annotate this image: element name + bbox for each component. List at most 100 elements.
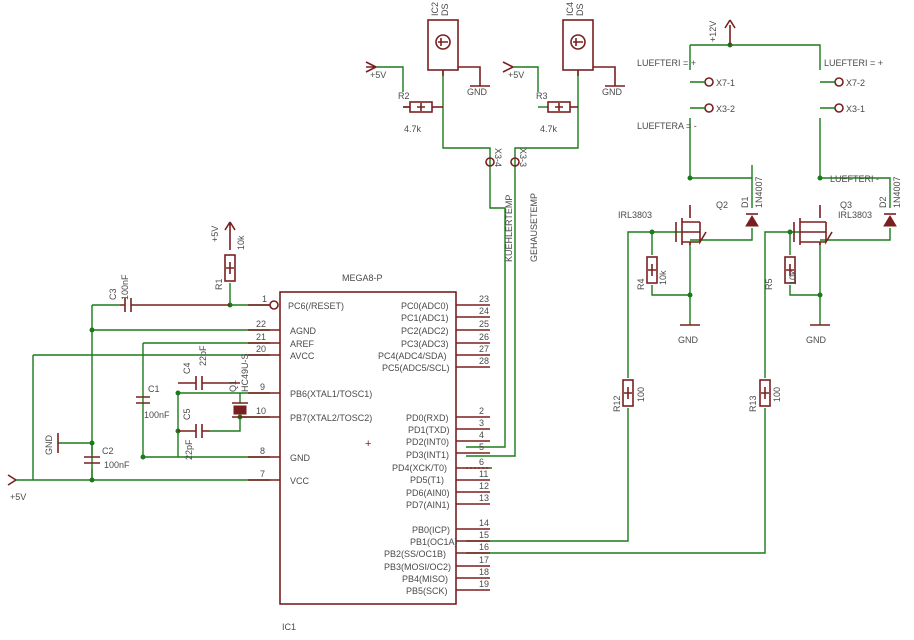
pin-avcc-name: AVCC [290,351,315,361]
q1-value: HC49U-S [240,353,250,392]
pin-28-num: 28 [479,356,489,366]
pin-pd5-name: PD5(T1) [410,475,444,485]
d2-value: 1N4007 [892,176,902,208]
c4-capacitor: C4 22pF [178,345,240,390]
x7-1-label: X7-1 [716,78,735,88]
junctions [89,42,823,483]
pin-pb7-name: PB7(XTAL2/TOSC2) [290,413,372,423]
d1-ref: D1 [740,196,750,208]
supply-arrow-5v-ic4 [502,61,514,73]
net-gehausetemp: GEHAUSETEMP [529,193,539,262]
pin-gnd-name: GND [290,453,311,463]
pin-pd0-name: PD0(RXD) [406,413,449,423]
ic2-sensor: IC2 DS [427,2,481,86]
pin-3-num: 3 [479,418,484,428]
x7-1-pad [704,77,714,87]
pin-17-num: 17 [479,555,489,565]
r4-resistor: R4 10k [636,256,668,290]
net-luefteri-plus-2: LUEFTERI = + [824,58,883,68]
pin-22-num: 22 [256,319,266,329]
pin-26-num: 26 [479,332,489,342]
pin-agnd-name: AGND [290,326,317,336]
pin-pb2-name: PB2(SS/OC1B) [384,549,446,559]
pin-6-num: 6 [479,457,484,467]
c2-ref: C2 [102,446,114,456]
r13-value: 100 [772,387,782,402]
c2-value: 100nF [104,460,130,470]
gnd-label-ic4: GND [602,87,623,97]
pin-aref-name: AREF [290,339,315,349]
r4-ref: R4 [636,278,646,290]
c4-ref: C4 [182,362,192,374]
v12-label: +12V [708,21,718,42]
c5-value: 22pF [184,439,194,460]
net-luefteri-plus: LUEFTERI = + [637,58,696,68]
q3-value: IRL3803 [838,210,872,220]
x3-3-pad [510,157,520,167]
pin-pc5-name: PC5(ADC5/SCL) [382,363,450,373]
pin-21-num: 21 [256,332,266,342]
r1-ref: R1 [214,278,224,290]
pin-pc0-name: PC0(ADC0) [401,301,449,311]
pin-16-num: 16 [479,542,489,552]
x3-3-label: X3-3 [518,148,528,167]
pin-12-num: 12 [479,481,489,491]
q2-ref: Q2 [716,200,728,210]
pin-4-num: 4 [479,430,484,440]
pin-5-num: 5 [479,442,484,452]
pin-pd4-name: PD4(XCK/T0) [392,463,447,473]
pin-24-num: 24 [479,306,489,316]
x3-4-pad [485,157,495,167]
x3-2-pad [704,103,714,113]
r5-ref: R5 [764,278,774,290]
pin-pb3-name: PB3(MOSI/OC2) [384,562,451,572]
pin-13-num: 13 [479,493,489,503]
pin-pc6-name: PC6(/RESET) [288,301,344,311]
pin-23-num: 23 [479,294,489,304]
pin-pd1-name: PD1(TXD) [408,425,450,435]
v5-label-vcc: +5V [10,492,26,502]
ic1-right-pins: 23 PC0(ADC0) 24 PC1(ADC1) 25 PC2(ADC2) 2… [378,294,490,596]
r3-value: 4.7k [540,124,558,134]
pin-pd6-name: PD6(AIN0) [406,488,450,498]
pin-pb1-name: PB1(OC1A) [410,537,458,547]
ic1-ref: IC1 [282,622,296,632]
c3-capacitor: C3 100nF [108,274,230,312]
gnd-label-q2: GND [678,335,699,345]
resistors: R2 4.7k R3 4.7k R1 10k R4 10k [214,91,798,412]
ic1-value: MEGA8-P [342,273,383,283]
ic4-ref: IC4 [565,2,575,16]
capacitors: C3 100nF C1 100nF C2 100nF C4 22pF C5 22… [84,274,240,470]
pin-pb4-name: PB4(MISO) [402,574,448,584]
v5-label-ic4: +5V [508,70,524,80]
net-kuehlertemp: KUEHLERTEMP [504,195,514,262]
pin-pc3-name: PC3(ADC3) [401,339,449,349]
r4-value: 10k [658,270,668,285]
gnd-label-q3: GND [806,335,827,345]
r12-resistor: R12 100 [612,379,646,412]
r3-resistor: R3 4.7k [536,91,578,134]
gnd-label-left: GND [44,435,54,456]
pin-9-num: 9 [260,382,265,392]
d2-ref: D2 [878,196,888,208]
net-labels: LUEFTERI = + LUEFTERI = + LUEFTERA = - L… [504,58,883,262]
pin-1-num: 1 [262,294,267,304]
svg-text:+: + [365,438,371,450]
r13-resistor: R13 100 [748,379,782,412]
pin-8-num: 8 [260,446,265,456]
ic4-sensor: IC4 DS [562,2,616,86]
pin-pd2-name: PD2(INT0) [406,437,449,447]
x7-2-pad [834,77,844,87]
r3-ref: R3 [536,91,548,101]
x7-2-label: X7-2 [846,78,865,88]
c5-ref: C5 [182,408,192,420]
pin-pb0-name: PB0(ICP) [412,525,450,535]
r2-value: 4.7k [404,124,422,134]
q2-mosfet: Q2 IRL3803 [618,200,728,245]
v5-label-r1: +5V [210,226,220,242]
net-lueftera-minus: LUEFTERA = - [637,121,697,131]
q3-ref: Q3 [840,200,852,210]
d1-value: 1N4007 [754,176,764,208]
r1-value: 10k [236,235,246,250]
pin-25-num: 25 [479,319,489,329]
